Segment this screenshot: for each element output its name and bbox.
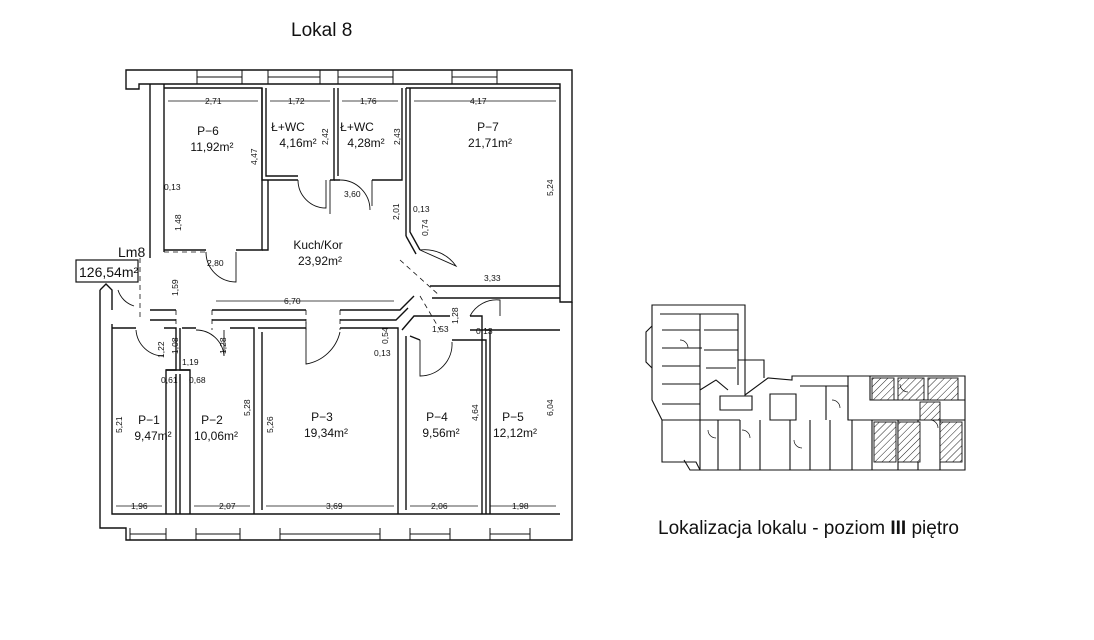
plan-title: Lokal 8: [291, 20, 353, 41]
dim-label: 1,59: [170, 279, 180, 296]
location-caption: Lokalizacja lokalu - poziom III piętro: [658, 518, 959, 540]
room-area-p6: 11,92m²: [190, 140, 233, 154]
dim-label: 0,13: [374, 348, 391, 358]
room-name-p1: P−1: [138, 413, 160, 427]
room-area-p1: 9,47m²: [134, 429, 171, 443]
dim-label: 0,68: [189, 375, 206, 385]
room-name-p7: P−7: [477, 120, 499, 134]
dimension-labels: 2,71 1,72 1,76 4,17 4,47 2,42 2,43 5,24 …: [114, 96, 555, 511]
dim-label: 1,96: [131, 501, 148, 511]
dim-label: 1,76: [360, 96, 377, 106]
location-caption-level: III: [890, 518, 907, 539]
dim-label: 4,64: [470, 404, 480, 421]
dim-label: 4,17: [470, 96, 487, 106]
dim-label: 5,24: [545, 179, 555, 196]
dim-label: 2,01: [391, 203, 401, 220]
room-name-p3: P−3: [311, 410, 333, 424]
dim-label: 2,42: [320, 128, 330, 145]
dim-label: 0,74: [420, 219, 430, 236]
dim-label: 3,60: [344, 189, 361, 199]
dim-label: 6,70: [284, 296, 301, 306]
dim-label: 2,71: [205, 96, 222, 106]
dim-label: 1,08: [170, 337, 180, 354]
dim-label: 3,33: [484, 273, 501, 283]
dim-label: 1,98: [512, 501, 529, 511]
dim-label: 0,13: [413, 204, 430, 214]
room-area-lwc1: 4,16m²: [279, 136, 316, 150]
dim-label: 1,28: [450, 307, 460, 324]
room-area-kitchen: 23,92m²: [298, 254, 342, 268]
dim-label: 1,53: [432, 324, 449, 334]
room-name-p2: P−2: [201, 413, 223, 427]
dimension-ticks: [116, 100, 556, 507]
room-name-p4: P−4: [426, 410, 448, 424]
dim-label: 1,72: [288, 96, 305, 106]
location-caption-suffix: piętro: [906, 518, 959, 539]
room-area-p4: 9,56m²: [422, 426, 459, 440]
dim-label: 0,54: [380, 327, 390, 344]
dim-label: 0,61: [161, 375, 178, 385]
room-name-p5: P−5: [502, 410, 524, 424]
room-name-lwc1: Ł+WC: [271, 120, 305, 134]
dim-label: 1,19: [182, 357, 199, 367]
dim-label: 2,06: [431, 501, 448, 511]
dim-label: 2,43: [392, 128, 402, 145]
door-swings: [117, 179, 501, 377]
room-area-p3: 19,34m²: [304, 426, 348, 440]
dim-label: 1,22: [156, 341, 166, 358]
room-labels: P−6 11,92m² Ł+WC 4,16m² Ł+WC 4,28m² P−7 …: [134, 120, 537, 443]
room-area-p5: 12,12m²: [493, 426, 537, 440]
room-name-kitchen: Kuch/Kor: [293, 238, 342, 252]
unit-label: 126,54m² Lm8: [75, 244, 145, 283]
dim-label: 2,07: [219, 501, 236, 511]
dim-label: 0,13: [476, 326, 493, 336]
dim-label: 2,80: [207, 258, 224, 268]
dim-label: 6,04: [545, 399, 555, 416]
openings: [139, 251, 441, 331]
dim-label: 5,21: [114, 416, 124, 433]
room-name-lwc2: Ł+WC: [340, 120, 374, 134]
room-area-lwc2: 4,28m²: [347, 136, 384, 150]
dim-label: 3,69: [326, 501, 343, 511]
dim-label: 0,13: [164, 182, 181, 192]
dim-label: 4,47: [249, 148, 259, 165]
dim-label: 5,26: [265, 416, 275, 433]
room-area-p7: 21,71m²: [468, 136, 512, 150]
dim-label: 1,48: [173, 214, 183, 231]
floor-plan: [99, 69, 573, 541]
room-area-p2: 10,06m²: [194, 429, 238, 443]
location-caption-prefix: Lokalizacja lokalu - poziom: [658, 518, 891, 539]
dim-label: 1,28: [218, 337, 228, 354]
location-minimap: [645, 304, 966, 471]
room-name-p6: P−6: [197, 124, 219, 138]
unit-id: Lm8: [118, 244, 145, 260]
dim-label: 5,28: [242, 399, 252, 416]
unit-area: 126,54m²: [79, 264, 138, 280]
